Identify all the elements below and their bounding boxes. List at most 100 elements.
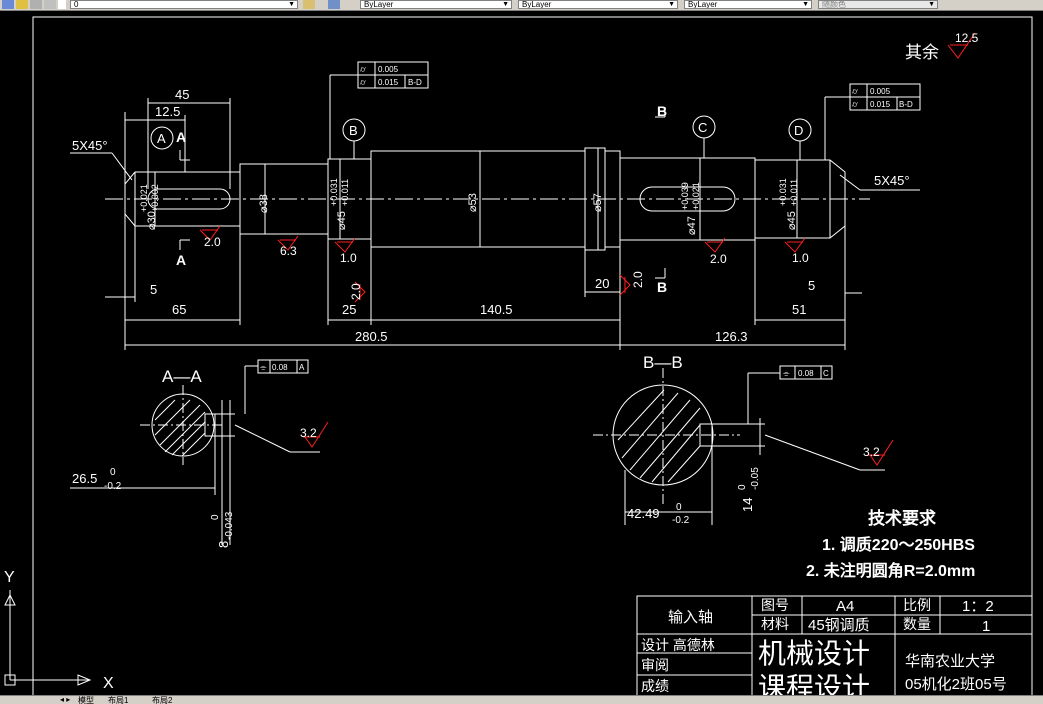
section-bb [593, 365, 885, 525]
drawing-canvas[interactable]: 其余 12.5 5X45° 5X45° 45 12.5 5 65 25 140.… [0, 10, 1043, 695]
dia-47-tol-up: +0.039 [680, 182, 690, 210]
make-current-icon[interactable] [303, 0, 315, 9]
dia-45-left: ⌀45 [336, 211, 348, 230]
tech-req-title: 技术要求 [868, 508, 936, 528]
layer-select[interactable]: 0▼ [70, 0, 298, 9]
dim-14-tol-lo: -0.05 [750, 467, 761, 490]
ucs-x-label: X [103, 675, 114, 692]
tb-part-name: 输入轴 [668, 609, 713, 626]
roughness-other-label: 其余 [905, 43, 939, 62]
ucs-y-label: Y [4, 569, 15, 586]
rough-2-0-c: 2.0 [349, 283, 363, 300]
dim-51: 51 [792, 302, 806, 317]
dia-38: ⌀38 [258, 194, 270, 213]
dia-53: ⌀53 [467, 193, 479, 212]
gdt-left-val1: 0.005 [378, 65, 399, 74]
dim-45: 45 [175, 87, 189, 102]
freeze-icon[interactable] [30, 0, 42, 9]
dim-42-49: 42.49 [627, 506, 660, 521]
gdt-right-val1: 0.005 [870, 87, 891, 96]
gdt-aa-datum: A [299, 363, 305, 372]
section-b-bottom: B [657, 279, 667, 295]
gdt-bb-datum: C [823, 369, 829, 378]
gdt-frame-right [849, 83, 921, 111]
tech-req-1: 1. 调质220～250HBS [822, 535, 975, 554]
tab-layout2[interactable]: 布局2 [152, 696, 173, 704]
tb-school: 华南农业大学 [905, 653, 995, 670]
dia-45-right: ⌀45 [786, 211, 798, 230]
layer-previous-icon[interactable] [328, 0, 340, 9]
rough-1-0-b: 1.0 [792, 251, 809, 265]
dia-45-left-tol-up: +0.031 [329, 178, 339, 206]
datum-c-circle: C [698, 120, 707, 135]
chamfer-left-label: 5X45° [72, 138, 108, 153]
datum-a-circle: A [157, 131, 166, 146]
gdt-aa-value: 0.08 [272, 363, 288, 372]
tb-drawing-no-label: 图号 [761, 597, 789, 613]
gdt-aa-sym: ⌯ [260, 363, 267, 372]
section-aa [70, 359, 320, 545]
dim-12-5: 12.5 [155, 104, 180, 119]
dim-5-left: 5 [150, 282, 157, 297]
gdt-right-val2: 0.015 [870, 100, 891, 109]
section-b-top: B [657, 103, 667, 119]
gdt-frame-left [357, 61, 429, 89]
layer-state-icon[interactable] [16, 0, 28, 9]
dim-126-3: 126.3 [715, 329, 748, 344]
color-select[interactable]: ByLayer▼ [360, 0, 512, 9]
layer-manager-icon[interactable] [2, 0, 14, 9]
gdt-right-datum: B-D [899, 100, 913, 109]
dim-140-5: 140.5 [480, 302, 513, 317]
rough-2-0-a: 2.0 [204, 235, 221, 249]
drawing-frame [32, 16, 1033, 695]
plotstyle-select[interactable]: 随颜色▼ [818, 0, 938, 9]
tb-course-title-2: 课程设计 [758, 672, 870, 695]
tb-material-label: 材料 [761, 616, 789, 632]
linetype-select[interactable]: ByLayer▼ [518, 0, 678, 9]
tab-nav-arrows[interactable]: ◂ ▸ [60, 695, 71, 704]
gdt-left-datum: B-D [408, 78, 422, 87]
roughness-other-value: 12.5 [955, 31, 979, 45]
shaft-outline [124, 147, 846, 251]
dim-20: 20 [595, 276, 609, 291]
roughness-symbols [199, 32, 976, 466]
dia-45-right-tol-up: +0.031 [778, 178, 788, 206]
tb-scale-label: 比例 [903, 597, 931, 613]
dia-30-tol-lo: +0.002 [150, 184, 160, 212]
rough-2-0-b: 2.0 [710, 252, 727, 266]
section-a-top: A [176, 129, 186, 145]
tb-drawing-no-value: A4 [836, 598, 854, 615]
dim-8-tol-up: 0 [210, 514, 221, 520]
lineweight-select[interactable]: ByLayer▼ [684, 0, 812, 9]
gdt-right-sym1: ⌭ [852, 87, 858, 96]
datum-d-circle: D [794, 123, 803, 138]
tb-scale-value: 1：2 [962, 598, 994, 615]
section-a-bottom: A [176, 252, 186, 268]
tab-model[interactable]: 模型 [78, 696, 94, 704]
dim-26-5-tol-up: 0 [110, 467, 116, 478]
dia-30-tol-up: +0.021 [139, 184, 149, 212]
rough-1-0-a: 1.0 [340, 251, 357, 265]
tech-req-2: 2. 未注明圆角R=2.0mm [806, 561, 975, 580]
datum-b-circle: B [349, 123, 358, 138]
dim-280-5: 280.5 [355, 329, 388, 344]
tb-material-value: 45钢调质 [808, 617, 870, 634]
gdt-bb-value: 0.08 [798, 369, 814, 378]
properties-toolbar: 0▼ ByLayer▼ ByLayer▼ ByLayer▼ 随颜色▼ [0, 0, 1043, 11]
dia-47-tol-lo: +0.021 [691, 182, 701, 210]
dim-14: 14 [740, 498, 755, 512]
tab-layout1[interactable]: 布局1 [108, 696, 129, 704]
rough-3-2-b: 3.2 [863, 445, 880, 459]
chamfer-right-label: 5X45° [874, 173, 910, 188]
section-bb-title: B—B [643, 353, 683, 372]
lock-icon[interactable] [44, 0, 56, 9]
dim-42-49-tol-lo: -0.2 [672, 515, 690, 526]
dim-8: 8 [216, 541, 231, 548]
tb-review: 审阅 [641, 657, 669, 673]
rough-6-3: 6.3 [280, 244, 297, 258]
tb-grade: 成绩 [641, 678, 669, 694]
dim-5-right: 5 [808, 278, 815, 293]
layout-tabs-bar: ◂ ▸ 模型 布局1 布局2 [0, 695, 1043, 704]
ucs-icon [4, 590, 92, 686]
dia-57: ⌀57 [592, 193, 604, 212]
